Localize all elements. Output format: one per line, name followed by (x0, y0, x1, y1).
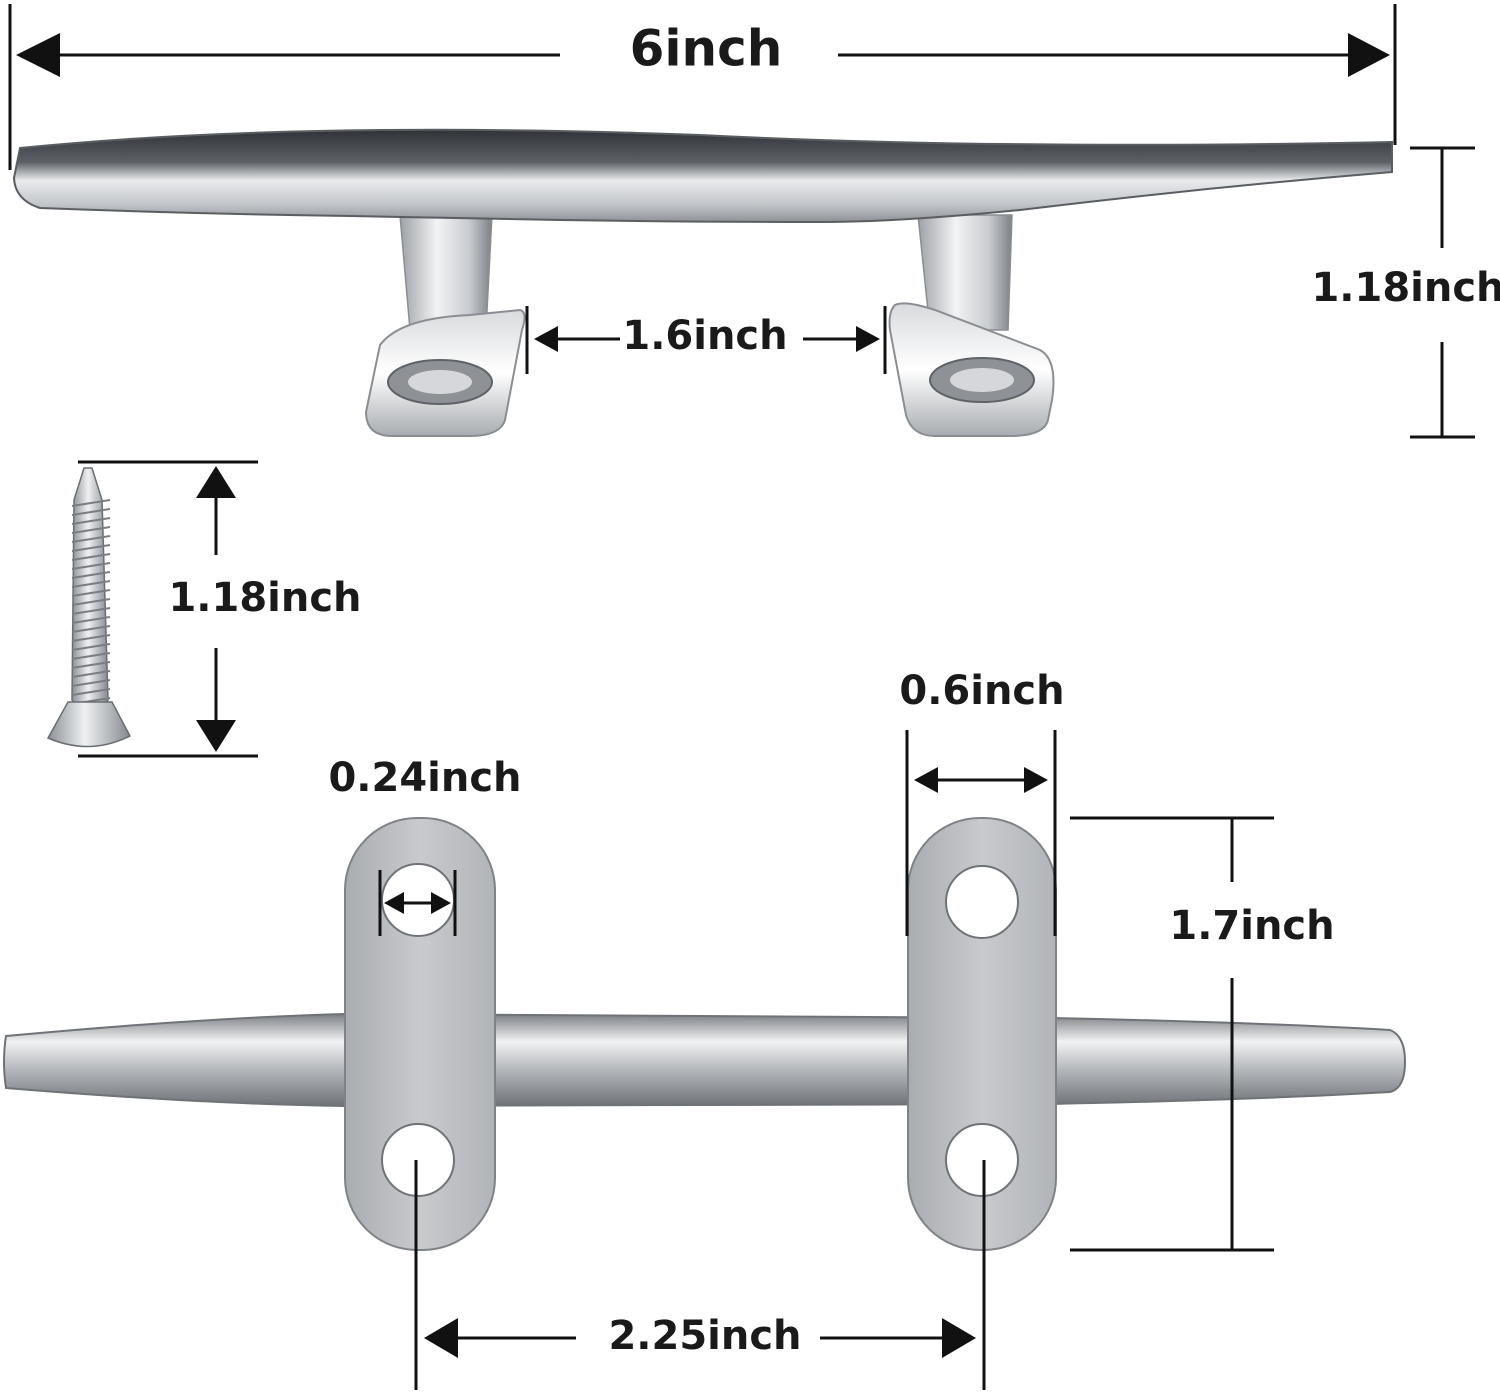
base-length-label: 1.7inch (1169, 903, 1334, 949)
dimension-screw-length: 1.18inch (78, 460, 362, 758)
screw-thread-line (71, 607, 111, 615)
cleat-horn-bar (12, 128, 1393, 224)
screw-head (46, 701, 132, 748)
cleat-side-view (12, 128, 1393, 437)
left-bottom-hole (381, 1123, 455, 1197)
hole-diameter-label: 0.24inch (328, 755, 521, 801)
cleat-right-leg (917, 214, 1013, 331)
left-base-plate (344, 817, 496, 1251)
horn-spacing-label: 1.6inch (622, 313, 787, 359)
screw-thread-line (71, 526, 111, 534)
right-base-plate (907, 817, 1057, 1251)
cleat-height-label: 1.18inch (1311, 265, 1500, 311)
screw-thread-line (71, 517, 111, 525)
screw-thread-line (71, 643, 111, 651)
screw-thread-line (71, 661, 111, 669)
dimension-base-width: 0.6inch (899, 668, 1065, 936)
screw-thread-line (71, 652, 111, 660)
cleat-left-leg (399, 214, 493, 331)
hole-spacing-label: 2.25inch (608, 1313, 801, 1359)
screw-thread-line (71, 580, 111, 588)
cleat-rod (3, 1012, 1407, 1108)
screw-thread-line (71, 562, 111, 570)
screw-illustration (46, 467, 132, 748)
screw-thread-line (71, 544, 111, 552)
base-width-label: 0.6inch (899, 668, 1064, 714)
screw-thread-line (71, 670, 111, 678)
screw-thread-line (71, 634, 111, 642)
screw-threads (71, 499, 111, 705)
screw-length-label: 1.18inch (168, 575, 361, 621)
screw-thread-line (71, 688, 111, 696)
screw-thread-line (71, 589, 111, 597)
dimension-overall-length: 6inch (8, 4, 1397, 170)
dimension-horn-spacing: 1.6inch (525, 306, 887, 374)
screw-thread-line (71, 598, 111, 606)
screw-thread-line (71, 679, 111, 687)
dimension-cleat-height: 1.18inch (1311, 146, 1500, 439)
screw-thread-line (71, 553, 111, 561)
right-bottom-hole (945, 1123, 1019, 1197)
screw-thread-line (71, 508, 111, 516)
dimension-hole-spacing: 2.25inch (414, 1160, 986, 1390)
screw-thread-line (71, 616, 111, 624)
screw-thread-line (71, 625, 111, 633)
right-top-hole (945, 865, 1019, 939)
screw-thread-line (71, 499, 111, 507)
cleat-top-view (3, 817, 1407, 1251)
dimension-base-length: 1.7inch (1070, 816, 1335, 1252)
screw-thread-line (71, 571, 111, 579)
screw-thread-line (71, 535, 111, 543)
overall-length-label: 6inch (630, 20, 783, 78)
dimension-hole-diameter: 0.24inch (328, 755, 522, 936)
